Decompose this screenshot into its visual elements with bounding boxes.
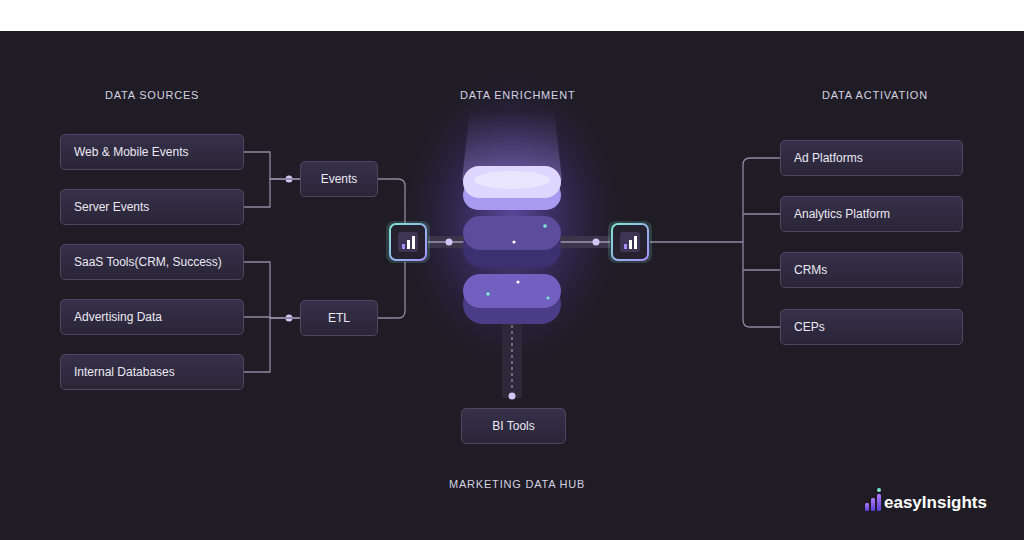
destination-box: Ad Platforms: [780, 140, 963, 176]
source-box: SaaS Tools(CRM, Success): [60, 244, 244, 280]
section-heading: DATA ENRICHMENT: [460, 89, 576, 101]
source-box: Web & Mobile Events: [60, 134, 244, 170]
hub-connector-line: [556, 241, 610, 242]
data-hub-stack: [463, 166, 561, 324]
destination-box: CRMs: [780, 252, 963, 288]
node-label: Web & Mobile Events: [74, 145, 189, 159]
node-label: CRMs: [794, 263, 827, 277]
junction-dots: [783, 155, 790, 331]
brand-logo: easyInsights: [884, 493, 987, 513]
node-label: CEPs: [794, 320, 825, 334]
node-label: ETL: [328, 311, 350, 325]
hub-connector-band: [428, 236, 468, 248]
connector-line: [244, 152, 300, 179]
hub-connector-band: [556, 236, 610, 248]
connector-line: [244, 318, 300, 372]
collector-box: Events: [300, 161, 378, 197]
bi-box: BI Tools: [461, 408, 566, 444]
top-strip: [0, 0, 1024, 31]
footer-caption: MARKETING DATA HUB: [449, 478, 585, 490]
connector-line: [244, 262, 300, 318]
bi-connector-line: [511, 325, 512, 390]
connector-line: [244, 179, 300, 207]
node-label: Internal Databases: [74, 365, 175, 379]
bi-connector-band: [502, 318, 522, 398]
junction-dots: [286, 176, 293, 322]
pipeline-icon: [608, 221, 652, 263]
node-label: SaaS Tools(CRM, Success): [74, 255, 222, 269]
junction-dot: [446, 239, 453, 246]
node-label: Events: [321, 172, 358, 186]
section-heading: DATA ACTIVATION: [822, 89, 928, 101]
pipeline-icon: [386, 221, 430, 263]
logo-mark: [865, 488, 881, 511]
background: [0, 31, 1024, 540]
destination-box: Analytics Platform: [780, 196, 963, 232]
node-label: Ad Platforms: [794, 151, 863, 165]
section-heading: DATA SOURCES: [105, 89, 199, 101]
destination-box: CEPs: [780, 309, 963, 345]
activation-lines: [650, 158, 780, 327]
node-label: Server Events: [74, 200, 149, 214]
node-label: BI Tools: [492, 419, 534, 433]
source-box: Server Events: [60, 189, 244, 225]
junction-dot: [509, 393, 516, 400]
source-box: Internal Databases: [60, 354, 244, 390]
collector-box: ETL: [300, 300, 378, 336]
source-box: Advertising Data: [60, 299, 244, 335]
node-label: Advertising Data: [74, 310, 162, 324]
junction-dot: [593, 239, 600, 246]
node-label: Analytics Platform: [794, 207, 890, 221]
